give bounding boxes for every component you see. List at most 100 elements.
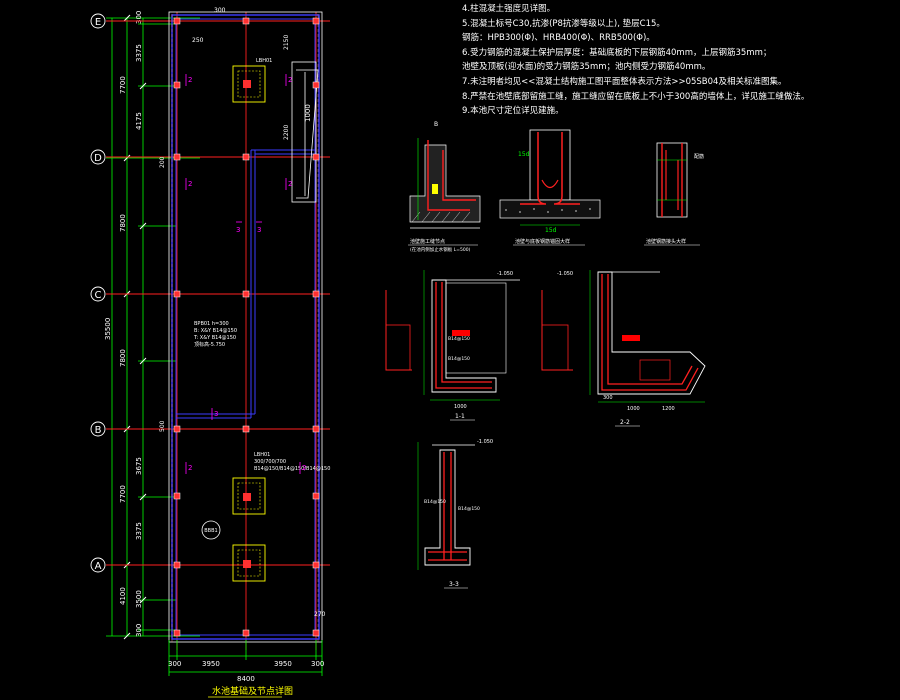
axis-d: D: [94, 153, 102, 164]
pit-bottom-spec2: B14@150/B14@150/B14@150: [254, 466, 330, 472]
note-8: 8.严禁在池壁底部留施工缝，施工缝应留在底板上不小于300高的墙体上，详见施工缝…: [462, 91, 810, 102]
mark-2-c: 2: [288, 180, 292, 188]
s3-title: 3-3: [449, 581, 459, 588]
d2-15d: 15d: [518, 151, 530, 158]
detail-construction-joint: B 池壁施工缝节点 (在池内侧加止水钢板 L=500): [408, 121, 481, 253]
plan-top-300: 300: [214, 7, 226, 14]
mark-3-b: 3: [257, 226, 261, 234]
s3-lbl1: B14@150: [424, 499, 446, 505]
axis-grid-lines: [106, 12, 330, 650]
mark-3-c: 3: [214, 410, 218, 418]
plan-labels: 300 2150 2200 1000 200 250 270 500 LBH01…: [159, 7, 330, 618]
slab-center-4: 顶标高-5.750: [194, 341, 225, 348]
section-3-3: B14@150 B14@150 -1.050 3-3: [417, 439, 493, 589]
mark-2-d: 2: [288, 76, 292, 84]
d1-top-label: B: [434, 121, 438, 128]
bottom-dimension-chain: [168, 640, 323, 676]
note-6b: 池壁及顶板(迎水面)的受力钢筋35mm；池内侧受力钢筋40mm。: [462, 62, 711, 73]
dim-inner-g: 300: [135, 624, 143, 637]
s2-dim-300: 300: [603, 395, 613, 401]
design-notes: 4.柱混凝土强度见详图。 5.混凝土标号C30,抗渗(P8抗渗等级以上), 垫层…: [462, 2, 892, 119]
section-1-1: 1000 B14@150 B14@150 -1.050 1-1: [385, 270, 520, 421]
dim-inner-f: 300: [135, 11, 143, 24]
axis-c: C: [95, 290, 102, 301]
plan-outline: [168, 11, 323, 643]
detail-wall-rebar-joint: 配筋 池壁钢筋接头大样: [644, 142, 704, 246]
note-6: 6.受力钢筋的混凝土保护层厚度：基础底板的下层钢筋40mm，上层钢筋35mm；: [462, 47, 772, 58]
note-7: 7.未注明者均见<<混凝土结构施工图平面整体表示方法>>05SB04及相关标准图…: [462, 76, 787, 87]
plan-dim-200: 200: [159, 156, 166, 168]
axis-b: B: [95, 425, 102, 436]
plan-dim-250: 250: [192, 37, 204, 44]
dim-inner-e: 3500: [135, 590, 143, 608]
d1-sub: (在池内侧加止水钢板 L=500): [410, 246, 471, 253]
dim-left-7700-a: 7700: [119, 76, 127, 94]
pit-top-label: LBH01: [256, 58, 272, 64]
plan-dim-270: 270: [314, 611, 326, 618]
dim-bottom-a: 300: [168, 660, 181, 668]
dim-inner-b: 4175: [135, 112, 143, 130]
note-4: 4.柱混凝土强度见详图。: [462, 4, 556, 14]
left-dimension-text: 7700 7800 7800 7700 4100 35500 3375 4175…: [104, 11, 143, 637]
dim-left-7700-b: 7700: [119, 485, 127, 503]
axis-e: E: [95, 17, 101, 28]
s3-lbl2: B14@150: [458, 506, 480, 512]
dim-bottom-total: 8400: [237, 675, 255, 683]
plan-dim-500: 500: [159, 420, 166, 432]
s1-lbl1: B14@150: [448, 336, 470, 342]
dim-inner-c: 3675: [135, 457, 143, 475]
detail-wall-slab-anchor: 15d 15d 池壁与底板钢筋锚固大样: [499, 129, 601, 246]
s2-dim-1000: 1000: [627, 406, 640, 412]
d3-label: 配筋: [694, 153, 704, 160]
dim-inner-d: 3375: [135, 522, 143, 540]
s1-elev: -1.050: [497, 271, 513, 277]
plan-dim-1000: 1000: [304, 104, 312, 122]
pit-bottom-label: LBH01: [254, 452, 270, 458]
dim-inner-a: 3375: [135, 44, 143, 62]
plan-title: 水池基础及节点详图: [212, 685, 293, 697]
s1-dim: 1000: [454, 404, 467, 410]
slab-center-2: B: X&Y B14@150: [194, 328, 237, 334]
section-2-2: 300 1000 1200 -1.050 2-2: [541, 270, 706, 427]
axis-bubbles: E D C B A: [90, 13, 106, 573]
s3-elev: -1.050: [477, 439, 493, 445]
circle-tag: BBB1: [204, 528, 217, 534]
note-5b: 钢筋：HPB300(Φ)、HRB400(Φ)、RRB500(Φ)。: [462, 33, 655, 44]
s2-elev: -1.050: [557, 271, 573, 277]
d2-title: 池壁与底板钢筋锚固大样: [515, 238, 570, 245]
dim-bottom-d: 300: [311, 660, 324, 668]
dim-left-7800-a: 7800: [119, 214, 127, 232]
mark-3-a: 3: [236, 226, 240, 234]
d3-title: 池壁钢筋接头大样: [646, 238, 686, 245]
s2-title: 2-2: [620, 419, 630, 426]
pits: [232, 65, 266, 582]
dim-bottom-c: 3950: [274, 660, 292, 668]
left-dimension-chains: [106, 17, 200, 637]
axis-a: A: [95, 561, 102, 572]
s1-title: 1-1: [455, 413, 465, 420]
dim-left-7800-b: 7800: [119, 349, 127, 367]
mark-1-a: 2: [188, 464, 192, 472]
mark-2-b: 2: [188, 180, 192, 188]
mark-1-b: 2: [302, 464, 306, 472]
slab-center-3: T: X&Y B14@150: [193, 335, 236, 341]
column-markers: [173, 17, 320, 637]
s2-dim-1200: 1200: [662, 406, 675, 412]
note-5: 5.混凝土标号C30,抗渗(P8抗渗等级以上), 垫层C15。: [462, 18, 665, 29]
d2-15d-b: 15d: [545, 227, 557, 234]
mark-2-a: 2: [188, 76, 192, 84]
slab-center-1: BPB01 h=300: [194, 321, 229, 327]
bottom-dimension-text: 300 3950 3950 300 8400: [168, 660, 324, 683]
pit-bottom-spec1: 300/700/700: [254, 459, 286, 465]
section-marks: 2 2 2 2 3 3 3 2 2: [185, 74, 306, 474]
left-dimension-ticks: [123, 14, 147, 640]
dim-left-4100: 4100: [119, 587, 127, 605]
d1-title: 池壁施工缝节点: [410, 238, 445, 245]
plan-dim-2150: 2150: [283, 35, 290, 50]
dim-bottom-b: 3950: [202, 660, 220, 668]
note-9: 9.本池尺寸定位详见建施。: [462, 106, 564, 117]
dim-left-total: 35500: [104, 318, 112, 340]
wall-opening-top-right: [291, 61, 319, 203]
plan-dim-2200: 2200: [283, 125, 290, 140]
